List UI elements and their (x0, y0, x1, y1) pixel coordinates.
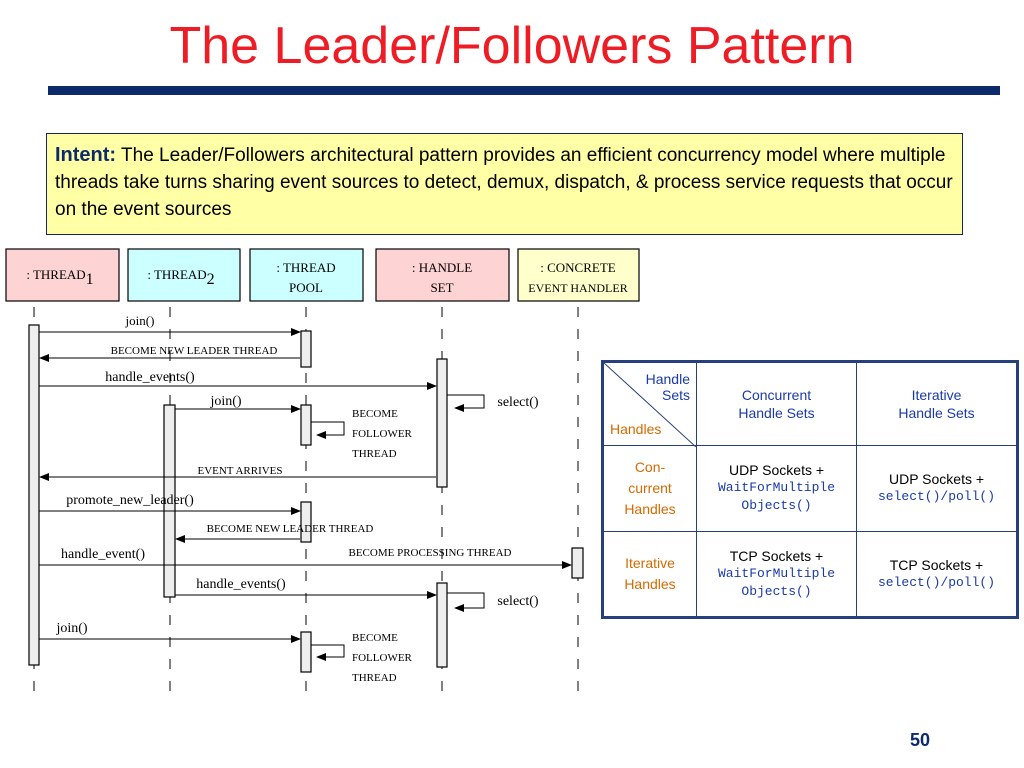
participant-thread2-subscript: 2 (207, 271, 215, 288)
label-join-2: join() (209, 394, 241, 409)
arrow-select-1 (447, 394, 485, 412)
label-become-follower-2a: BECOME (352, 632, 398, 644)
participant-thread2: : THREAD2 (127, 248, 241, 302)
cell-iterative-concurrent: TCP Sockets + WaitForMultiple Objects() (696, 531, 857, 618)
corner-handles: Handles (610, 421, 662, 437)
column-header-concurrent: Concurrent Handle Sets (696, 361, 857, 446)
participant-thread2-label: : THREAD (147, 267, 206, 282)
label-become-follower-2c: THREAD (352, 672, 397, 684)
participant-thread-pool-line2: POOL (289, 280, 323, 295)
corner-diagonal (604, 363, 696, 447)
activation-bars (28, 324, 584, 673)
activation-handle-set-1 (436, 358, 448, 488)
label-become-follower-1a: BECOME (352, 408, 398, 420)
cell-iterative-iterative: TCP Sockets + select()/poll() (856, 531, 1018, 618)
activation-handle-set-2 (436, 582, 448, 668)
row-header-concurrent: Con- current Handles (602, 445, 697, 532)
participant-handle-set-line2: SET (430, 280, 453, 295)
table-corner-cell: Handle Sets Handles (602, 361, 697, 447)
activation-pool-3 (300, 501, 312, 543)
label-select-1: select() (497, 395, 539, 410)
corner-handle-sets: Handle Sets (645, 371, 690, 403)
label-become-follower-2b: FOLLOWER (352, 652, 413, 664)
activation-pool-4 (300, 631, 312, 673)
row-header-iterative: Iterative Handles (602, 531, 697, 618)
participant-handle-set-label: : HANDLE (412, 260, 472, 275)
arrow-become-follower-1 (311, 421, 345, 439)
label-select-2: select() (497, 594, 539, 609)
label-handle-events-2: handle_events() (196, 577, 286, 592)
arrow-become-follower-2 (311, 644, 345, 661)
page-number: 50 (910, 730, 931, 750)
handle-sets-table: Handle Sets Handles Concurrent Handle Se… (601, 360, 1019, 619)
sequence-diagram: : THREAD1 : THREAD2 : THREAD POOL : HAND… (5, 248, 640, 695)
label-join-3: join() (55, 621, 87, 636)
participant-concrete-line2: EVENT HANDLER (528, 281, 627, 295)
activation-concrete (571, 547, 584, 579)
intent-text: The Leader/Followers architectural patte… (55, 145, 953, 220)
label-become-new-leader-2: BECOME NEW LEADER THREAD (207, 523, 374, 535)
participant-concrete-label: : CONCRETE (540, 260, 616, 275)
activation-pool-1 (300, 330, 312, 368)
participant-handle-set: : HANDLE SET (375, 248, 510, 302)
cell-concurrent-concurrent: UDP Sockets + WaitForMultiple Objects() (696, 445, 857, 532)
activation-pool-2 (300, 404, 312, 446)
participant-thread-pool-label: : THREAD (276, 260, 335, 275)
label-become-new-leader-1: BECOME NEW LEADER THREAD (111, 345, 278, 357)
cell-concurrent-iterative: UDP Sockets + select()/poll() (856, 445, 1018, 532)
svg-text:: THREAD2: : THREAD2 (147, 267, 214, 288)
svg-text:: THREAD1: : THREAD1 (26, 267, 93, 288)
intent-box: Intent: The Leader/Followers architectur… (46, 133, 963, 235)
activation-thread1 (28, 324, 40, 666)
participant-thread-pool: : THREAD POOL (249, 248, 364, 302)
arrow-select-2 (447, 592, 485, 612)
participant-thread1: : THREAD1 (5, 248, 120, 302)
label-become-follower-1c: THREAD (352, 448, 397, 460)
label-become-processing: BECOME PROCESSING THREAD (349, 547, 512, 559)
title-divider (48, 86, 1000, 95)
label-join-1: join() (125, 313, 155, 328)
participant-thread1-label: : THREAD (26, 267, 85, 282)
activation-thread2 (163, 404, 176, 598)
participant-thread1-subscript: 1 (86, 271, 94, 288)
label-promote-new-leader: promote_new_leader() (66, 493, 194, 508)
label-handle-event: handle_event() (61, 547, 145, 562)
slide-title: The Leader/Followers Pattern (169, 17, 855, 75)
intent-label: Intent: (55, 144, 117, 166)
participant-concrete-event-handler: : CONCRETE EVENT HANDLER (517, 248, 640, 302)
label-event-arrives: EVENT ARRIVES (197, 465, 282, 477)
label-become-follower-1b: FOLLOWER (352, 428, 413, 440)
column-header-iterative: Iterative Handle Sets (856, 361, 1018, 446)
message-labels: join() BECOME NEW LEADER THREAD handle_e… (55, 313, 538, 684)
message-arrows (39, 328, 572, 661)
label-handle-events-1: handle_events() (105, 370, 195, 385)
